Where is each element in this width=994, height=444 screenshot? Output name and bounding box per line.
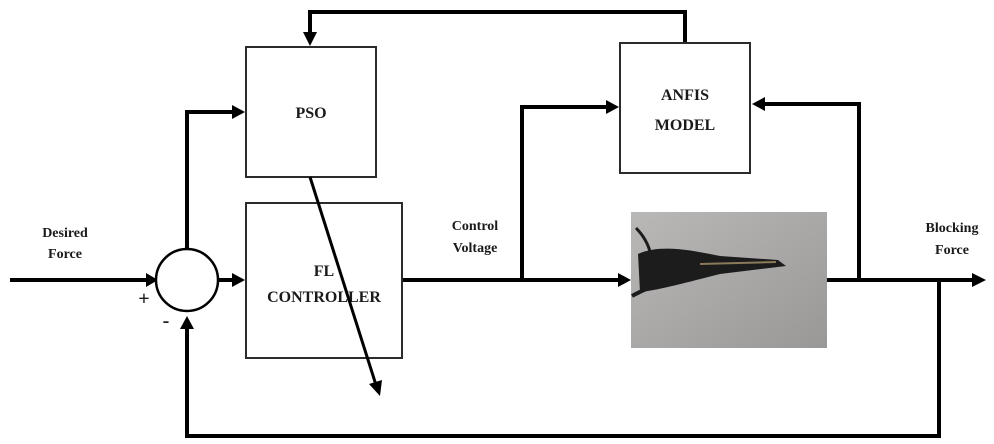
pso-tuning-arrow [308,176,378,386]
feedback-loop-arrowhead [180,316,194,329]
control-voltage-to-anfis-wire [520,105,606,280]
desired-force-label-line2: Force [48,247,82,262]
pso-label: PSO [295,105,326,122]
summing-junction [154,247,220,313]
output-to-anfis-wire [765,102,861,280]
anfis-label-line1: ANFIS [661,87,709,104]
error-to-controller-arrowhead [232,273,245,287]
error-to-pso-wire [185,110,232,250]
control-voltage-label-line1: Control [452,219,499,234]
anfis-model-block [619,42,751,174]
output-to-anfis-arrowhead [752,97,765,111]
minus-sign: - [163,310,170,332]
fl-controller-label-line2: CONTROLLER [267,289,381,306]
anfis-to-pso-arrowhead [303,32,317,46]
pso-tuning-arrowhead [369,380,382,396]
fl-controller-block [245,202,403,359]
fl-controller-label-line1: FL [314,263,334,280]
anfis-label-line2: MODEL [655,117,715,134]
feedback-loop-wire [185,280,941,438]
desired-force-arrowhead [146,273,158,287]
blocking-force-label-line2: Force [935,243,969,258]
error-to-pso-arrowhead [232,105,245,119]
blocking-force-label-line1: Blocking [926,221,979,236]
plus-sign: + [138,288,149,310]
actuator-photo [631,212,827,348]
desired-force-label-line1: Desired [42,226,88,241]
anfis-to-pso-wire [308,10,687,42]
blocking-force-arrowhead [972,273,986,287]
control-voltage-to-anfis-arrowhead [606,100,619,114]
control-voltage-arrowhead [618,273,631,287]
control-voltage-label-line2: Voltage [453,241,498,256]
